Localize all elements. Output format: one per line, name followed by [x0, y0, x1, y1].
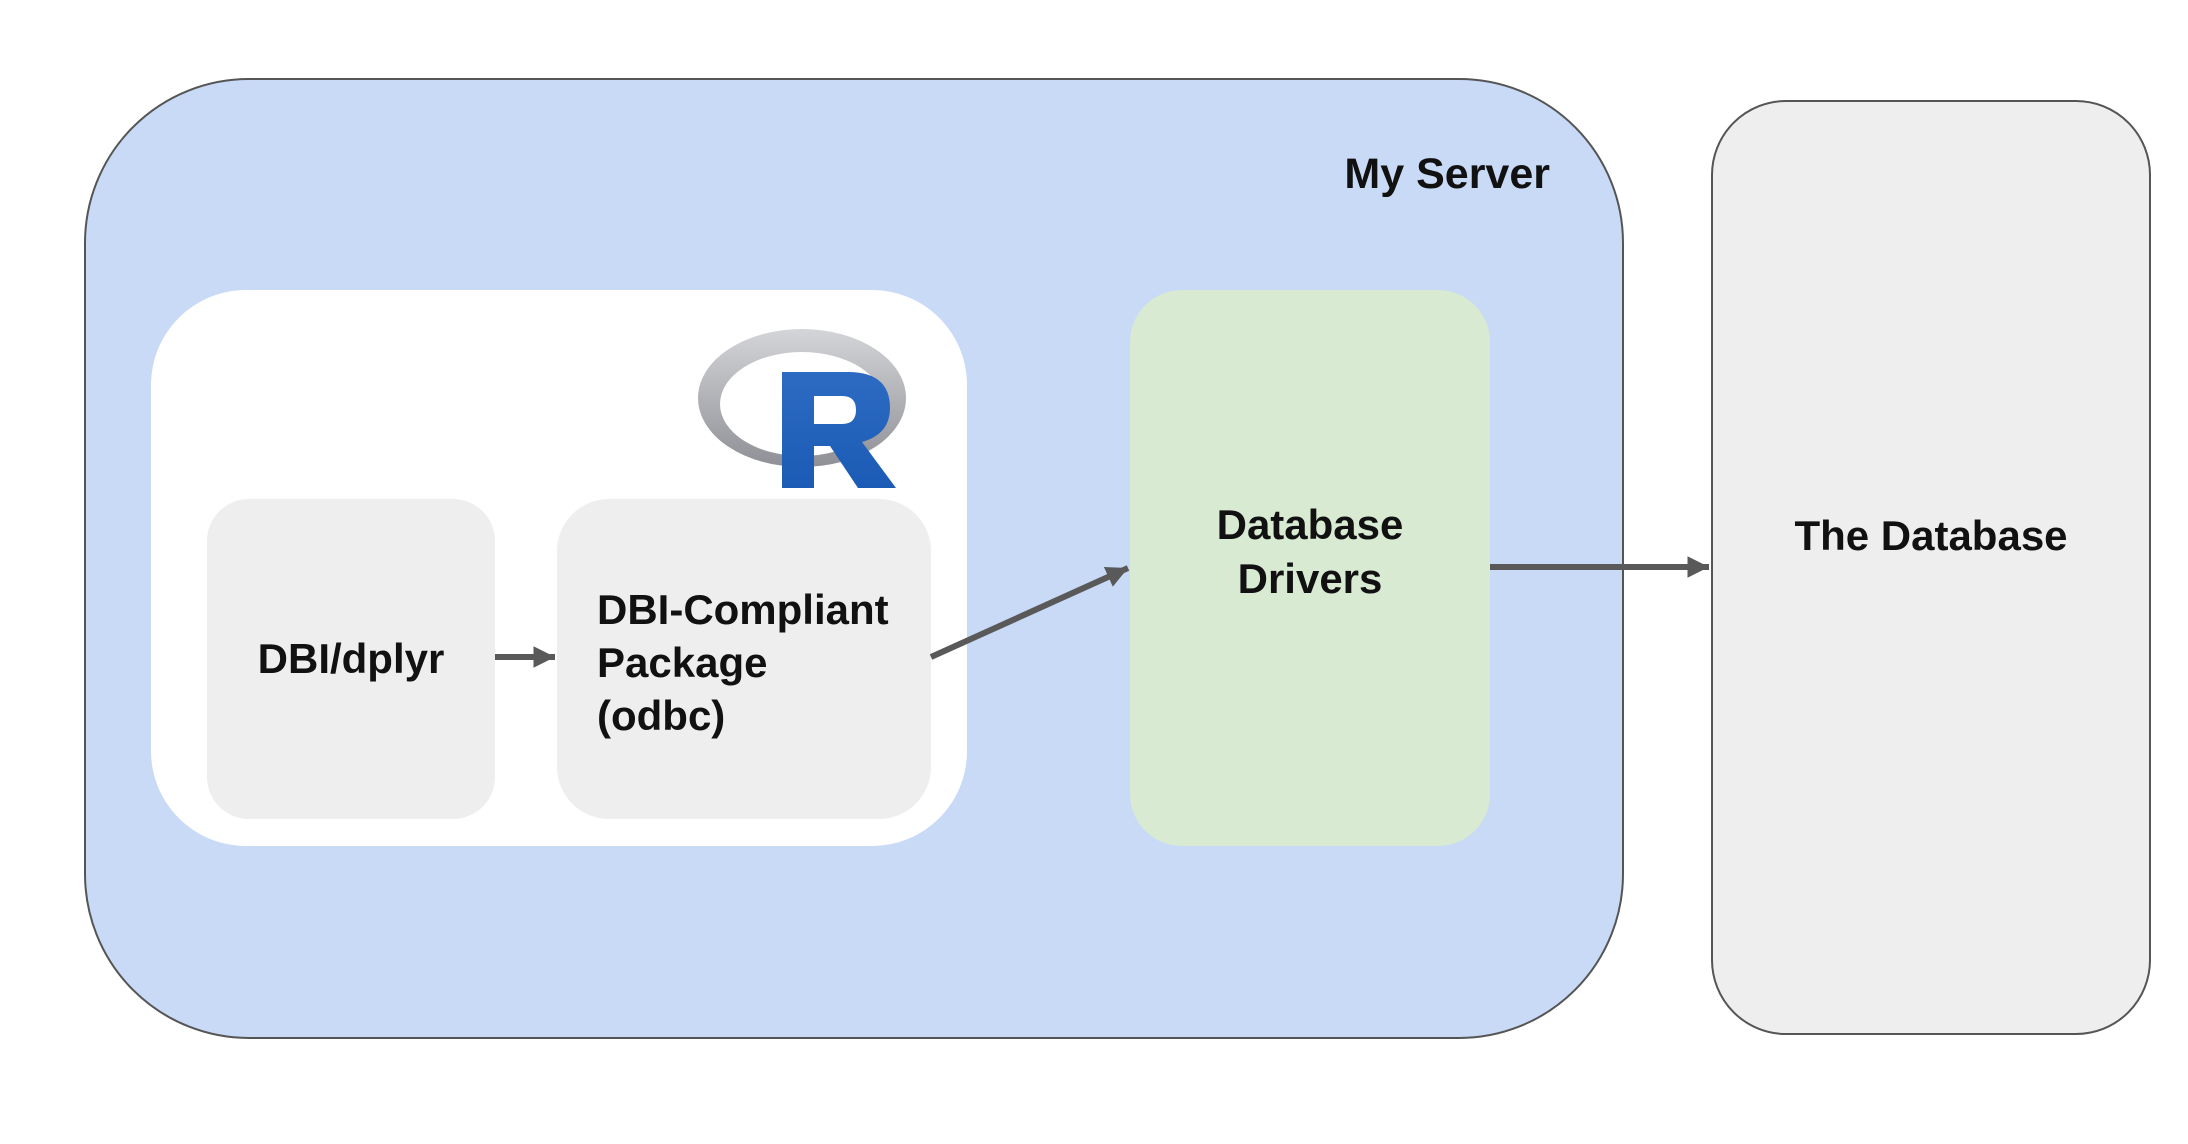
package-box: DBI-Compliant Package (odbc) [557, 499, 931, 819]
drivers-label-line2: Drivers [1237, 555, 1383, 602]
server-label: My Server [1344, 150, 1550, 198]
drivers-label-line1: Database [1216, 501, 1404, 548]
database-label: The Database [1794, 511, 2068, 559]
package-label-line2: Package [597, 639, 768, 686]
database-drivers-box: Database Drivers [1130, 290, 1490, 846]
r-logo-icon [698, 329, 906, 488]
dbi-dplyr-box: DBI/dplyr [207, 499, 495, 819]
package-label-line1: DBI-Compliant [597, 586, 889, 633]
dbi-dplyr-label: DBI/dplyr [257, 635, 445, 682]
package-label-line3: (odbc) [597, 692, 726, 739]
database-box: The Database [1711, 100, 2151, 1035]
